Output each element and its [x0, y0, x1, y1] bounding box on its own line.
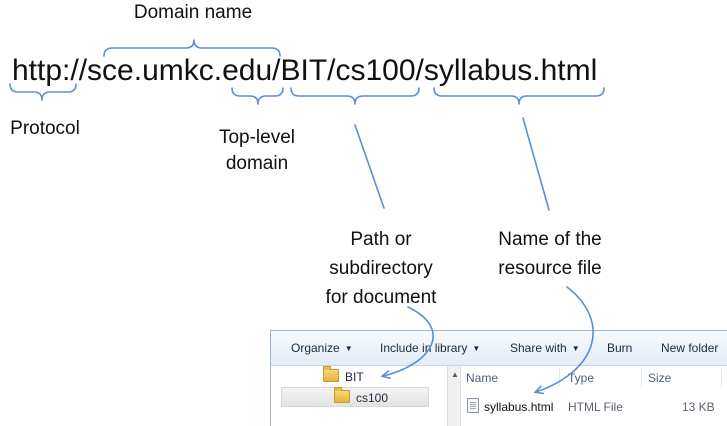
url-protocol: http://: [12, 54, 88, 87]
tree-item-label: cs100: [356, 391, 389, 405]
url-resource: syllabus.html: [423, 54, 598, 87]
resource-arrow: [536, 286, 594, 392]
column-header-size[interactable]: Size: [648, 371, 672, 385]
tree-item-bit[interactable]: BIT: [323, 366, 441, 387]
protocol-label: Protocol: [10, 118, 80, 139]
url-tld: .edu: [213, 54, 273, 87]
organize-button[interactable]: Organize ▼: [291, 331, 353, 365]
navigation-pane: BIT cs100: [271, 366, 447, 426]
explorer-window: Organize ▼ Include in library ▼ Share with…: [270, 330, 727, 426]
share-label: Share with: [510, 341, 567, 355]
html-file-icon: [467, 398, 479, 413]
folder-icon: [334, 387, 350, 403]
resource-brace: [433, 87, 605, 105]
path-label-line3: for document: [325, 287, 437, 308]
path-label-line1: Path or: [350, 229, 412, 250]
explorer-toolbar: Organize ▼ Include in library ▼ Share with…: [271, 331, 727, 366]
tree-item-label: BIT: [345, 370, 364, 384]
chevron-down-icon: ▼: [472, 344, 481, 353]
path-label-line2: subdirectory: [329, 258, 433, 279]
column-divider: [641, 369, 642, 387]
resource-label-line2: resource file: [498, 258, 602, 279]
chevron-down-icon: ▼: [344, 344, 353, 353]
burn-button[interactable]: Burn: [607, 341, 633, 355]
folder-icon: [323, 366, 339, 382]
share-with-button[interactable]: Share with ▼: [510, 331, 580, 365]
tld-label-line1: Top-level: [218, 127, 296, 148]
organize-label: Organize: [291, 341, 340, 355]
chevron-down-icon: ▼: [571, 344, 580, 353]
resource-label-line1: Name of the: [498, 229, 602, 250]
column-divider: [721, 369, 722, 387]
column-header-name[interactable]: Name: [466, 371, 499, 385]
path-label: Path or subdirectory for document: [300, 227, 462, 311]
tld-label-line2: domain: [225, 153, 289, 174]
url-path: /BIT/cs100/: [272, 54, 424, 87]
tld-brace: [231, 87, 284, 105]
url-domain: sce.umkc: [87, 54, 214, 87]
include-label: Include in library: [380, 341, 468, 355]
include-in-library-button[interactable]: Include in library ▼: [380, 331, 480, 365]
path-brace: [290, 87, 420, 105]
scroll-up-icon[interactable]: ▲: [451, 370, 459, 379]
url-text: http://sce.umkc.edu/BIT/cs100/syllabus.h…: [12, 50, 597, 92]
tree-item-cs100[interactable]: cs100: [281, 387, 429, 407]
domain-name-label: Domain name: [133, 2, 253, 23]
protocol-brace: [9, 83, 77, 101]
file-size: 13 KB: [682, 400, 715, 414]
tld-label: Top-level domain: [196, 125, 318, 177]
file-row[interactable]: syllabus.html: [467, 397, 717, 417]
file-name: syllabus.html: [484, 400, 554, 414]
column-header-type[interactable]: Type: [568, 371, 595, 385]
path-arrow: [383, 306, 434, 376]
nav-scrollbar[interactable]: ▲: [447, 366, 461, 426]
file-type: HTML File: [568, 400, 623, 414]
domain-name-brace: [103, 39, 281, 57]
new-folder-button[interactable]: New folder: [661, 341, 719, 355]
resource-label: Name of the resource file: [474, 227, 626, 282]
resource-leader-line: [522, 117, 550, 211]
column-divider: [559, 369, 560, 387]
path-leader-line: [354, 124, 385, 209]
